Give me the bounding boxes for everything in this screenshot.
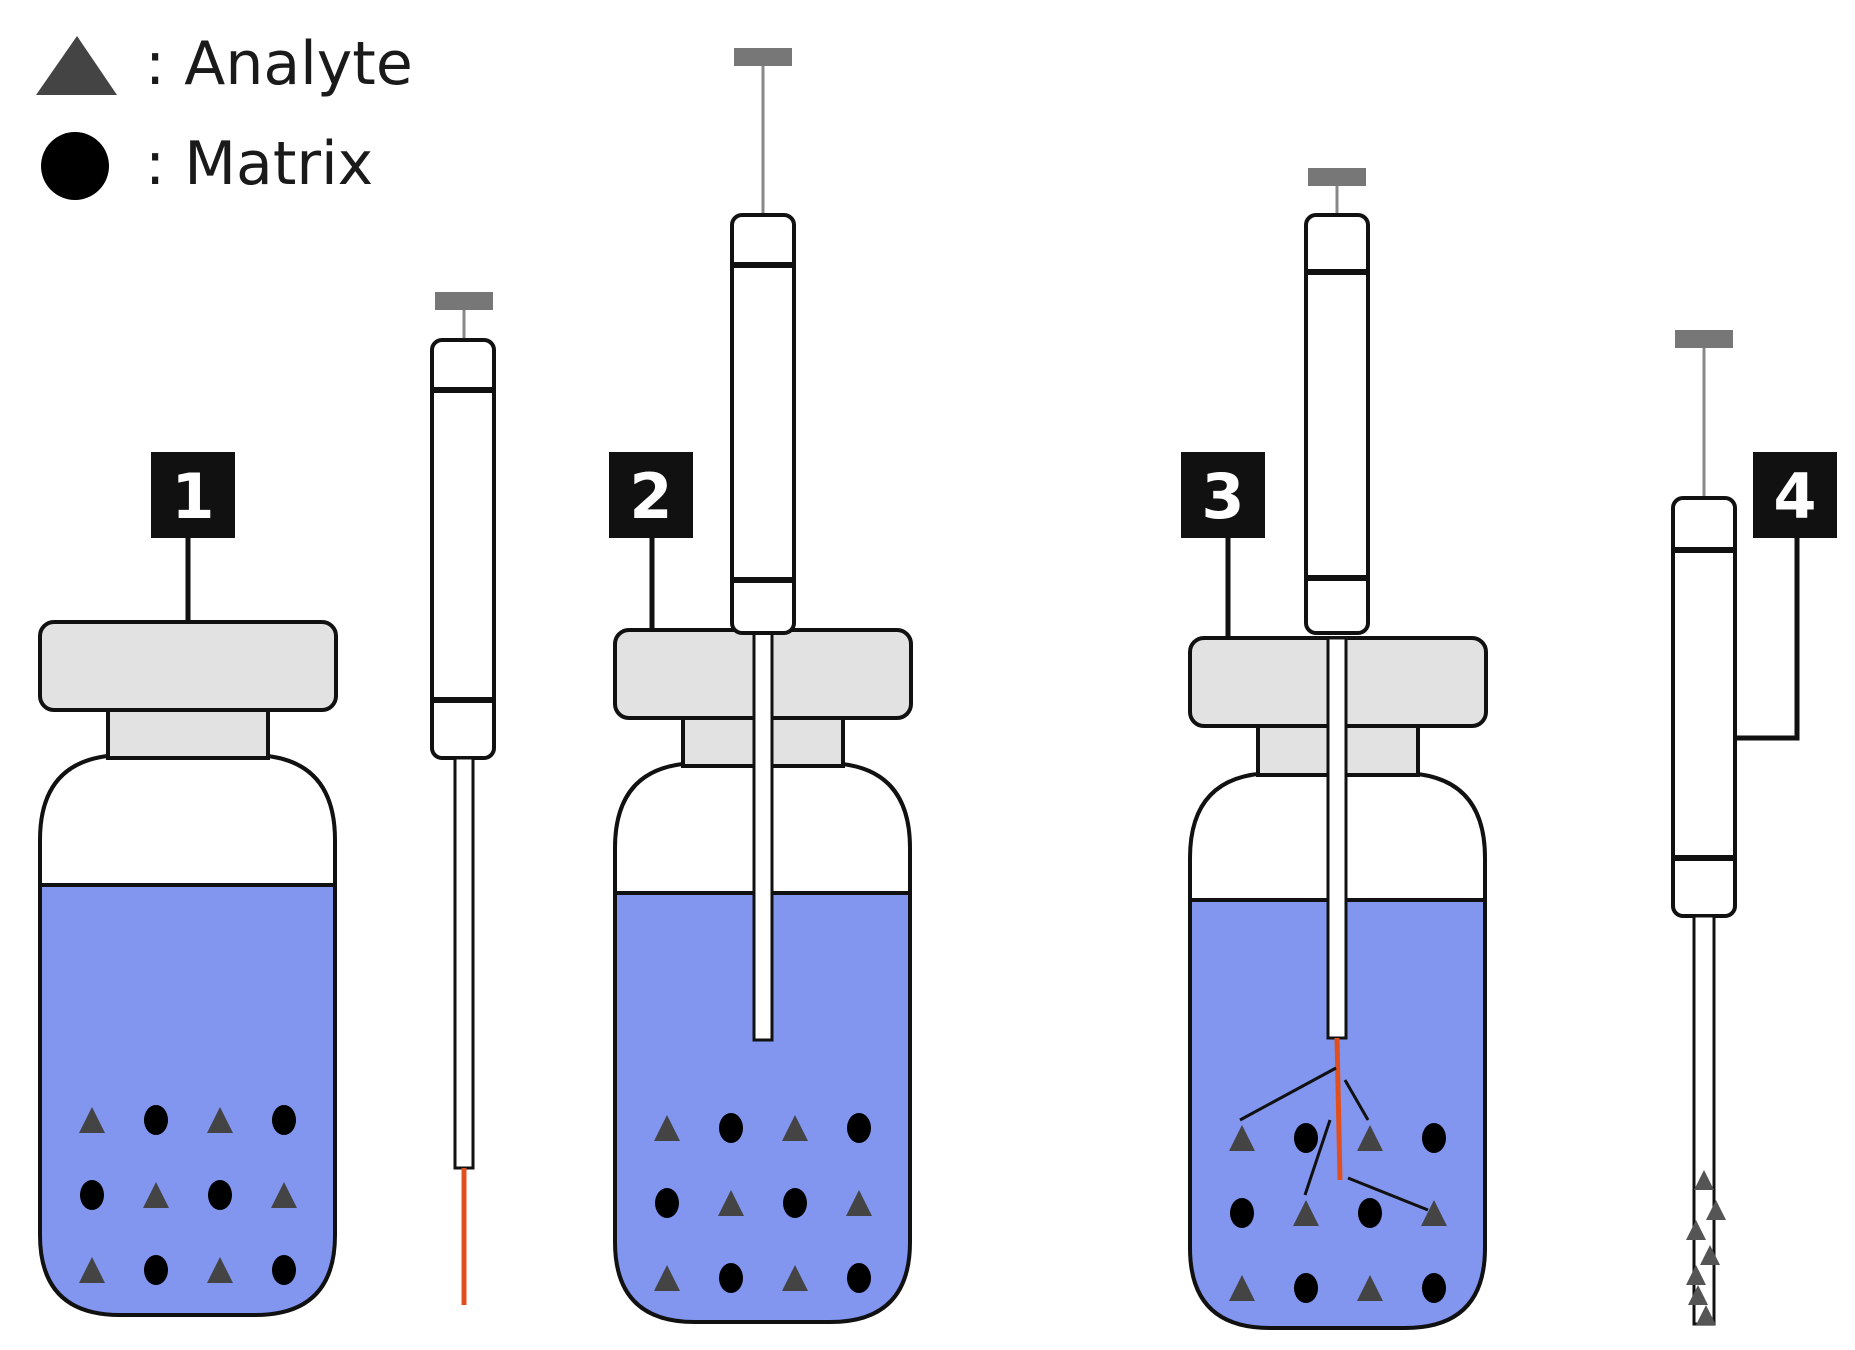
- matrix-circle: [208, 1180, 232, 1210]
- vial-2: [613, 628, 913, 1324]
- diffusion-arrow: [1239, 1066, 1337, 1122]
- analyte-triangle: [1421, 1200, 1447, 1226]
- analyte-triangle: [1696, 1305, 1716, 1325]
- analyte-triangle: [1293, 1200, 1319, 1226]
- analyte-triangle: [207, 1257, 233, 1283]
- syringe-3-fiber: [1334, 1037, 1343, 1181]
- syringe-2-needle: [752, 628, 774, 1042]
- analyte-triangle: [1357, 1275, 1383, 1301]
- step-1-label: 1: [151, 452, 235, 622]
- vial-1-particles: [79, 1105, 297, 1285]
- matrix-legend-icon: [41, 132, 109, 200]
- legend-matrix-label: : Matrix: [145, 129, 373, 199]
- step-4-leader: [1735, 535, 1800, 741]
- diffusion-arrow: [1303, 1119, 1332, 1196]
- vial-1-body: [38, 753, 337, 1317]
- legend: : Analyte : Matrix: [36, 29, 413, 200]
- step-4-number: 4: [1773, 460, 1816, 533]
- matrix-circle: [272, 1105, 296, 1135]
- syringe-3-plunger-head: [1308, 168, 1366, 186]
- matrix-circle: [847, 1113, 871, 1143]
- vial-1-cap: [38, 620, 338, 712]
- step-2-number: 2: [629, 460, 672, 533]
- matrix-circle: [1422, 1273, 1446, 1303]
- analyte-triangle: [1357, 1125, 1383, 1151]
- syringe-1-plunger-head: [435, 292, 493, 310]
- vial-2-particles: [654, 1113, 872, 1293]
- analyte-triangle: [207, 1107, 233, 1133]
- extracted-analytes: [1686, 1170, 1726, 1325]
- analyte-triangle: [79, 1257, 105, 1283]
- analyte-triangle: [782, 1265, 808, 1291]
- step-3-number: 3: [1201, 460, 1244, 533]
- syringe-3-needle: [1326, 636, 1348, 1040]
- analyte-triangle: [1700, 1245, 1720, 1265]
- matrix-circle: [1230, 1198, 1254, 1228]
- step-1-number: 1: [171, 460, 214, 533]
- syringe-1-needle: [453, 756, 475, 1170]
- syringe-1-barrel: [430, 338, 496, 760]
- syringe-3: [1304, 168, 1370, 635]
- syringe-2-plunger-head: [734, 48, 792, 66]
- vial-2-body: [613, 761, 912, 1324]
- step-3-label: 3: [1181, 452, 1265, 638]
- syringe-4-barrel: [1671, 496, 1737, 918]
- matrix-circle: [847, 1263, 871, 1293]
- matrix-circle: [1294, 1123, 1318, 1153]
- analyte-triangle: [1688, 1285, 1708, 1305]
- analyte-triangle: [1686, 1220, 1706, 1240]
- matrix-circle: [144, 1105, 168, 1135]
- analyte-triangle: [1706, 1200, 1726, 1220]
- analyte-triangle: [846, 1190, 872, 1216]
- analyte-legend-icon: [36, 36, 117, 95]
- analyte-triangle: [1694, 1170, 1714, 1190]
- vial-3: [1188, 636, 1488, 1330]
- matrix-circle: [80, 1180, 104, 1210]
- syringe-4: [1671, 330, 1737, 1326]
- analyte-triangle: [1229, 1125, 1255, 1151]
- matrix-circle: [783, 1188, 807, 1218]
- step-4-label: 4: [1735, 452, 1837, 741]
- analyte-triangle: [1229, 1275, 1255, 1301]
- legend-analyte-label: : Analyte: [145, 29, 413, 99]
- step-1-badge: [151, 452, 235, 538]
- matrix-circle: [1358, 1198, 1382, 1228]
- step-3-badge: [1181, 452, 1265, 538]
- matrix-circle: [144, 1255, 168, 1285]
- step-4-badge: [1753, 452, 1837, 538]
- vial-1: [38, 620, 338, 1317]
- matrix-circle: [719, 1263, 743, 1293]
- analyte-triangle: [654, 1265, 680, 1291]
- vial-3-body: [1188, 771, 1487, 1330]
- analyte-triangle: [79, 1107, 105, 1133]
- matrix-circle: [655, 1188, 679, 1218]
- diffusion-arrow: [1343, 1079, 1370, 1121]
- syringe-3-barrel: [1304, 213, 1370, 635]
- analyte-triangle: [271, 1182, 297, 1208]
- syringe-2: [730, 48, 796, 635]
- vial-2-liquid: [615, 893, 910, 1322]
- step-2-label: 2: [609, 452, 693, 630]
- matrix-circle: [1422, 1123, 1446, 1153]
- diffusion-arrows: [1239, 1066, 1429, 1212]
- matrix-circle: [1294, 1273, 1318, 1303]
- syringe-2-barrel: [730, 213, 796, 635]
- analyte-triangle: [782, 1115, 808, 1141]
- vial-1-liquid: [40, 885, 335, 1315]
- analyte-triangle: [143, 1182, 169, 1208]
- step-2-badge: [609, 452, 693, 538]
- vial-1-neck: [106, 706, 270, 760]
- matrix-circle: [272, 1255, 296, 1285]
- analyte-triangle: [718, 1190, 744, 1216]
- vial-3-particles: [1229, 1123, 1447, 1303]
- analyte-triangle: [1686, 1265, 1706, 1285]
- syringe-1: [430, 292, 496, 1305]
- matrix-circle: [719, 1113, 743, 1143]
- analyte-triangle: [654, 1115, 680, 1141]
- syringe-4-plunger-head: [1675, 330, 1733, 348]
- diffusion-arrow: [1347, 1176, 1429, 1212]
